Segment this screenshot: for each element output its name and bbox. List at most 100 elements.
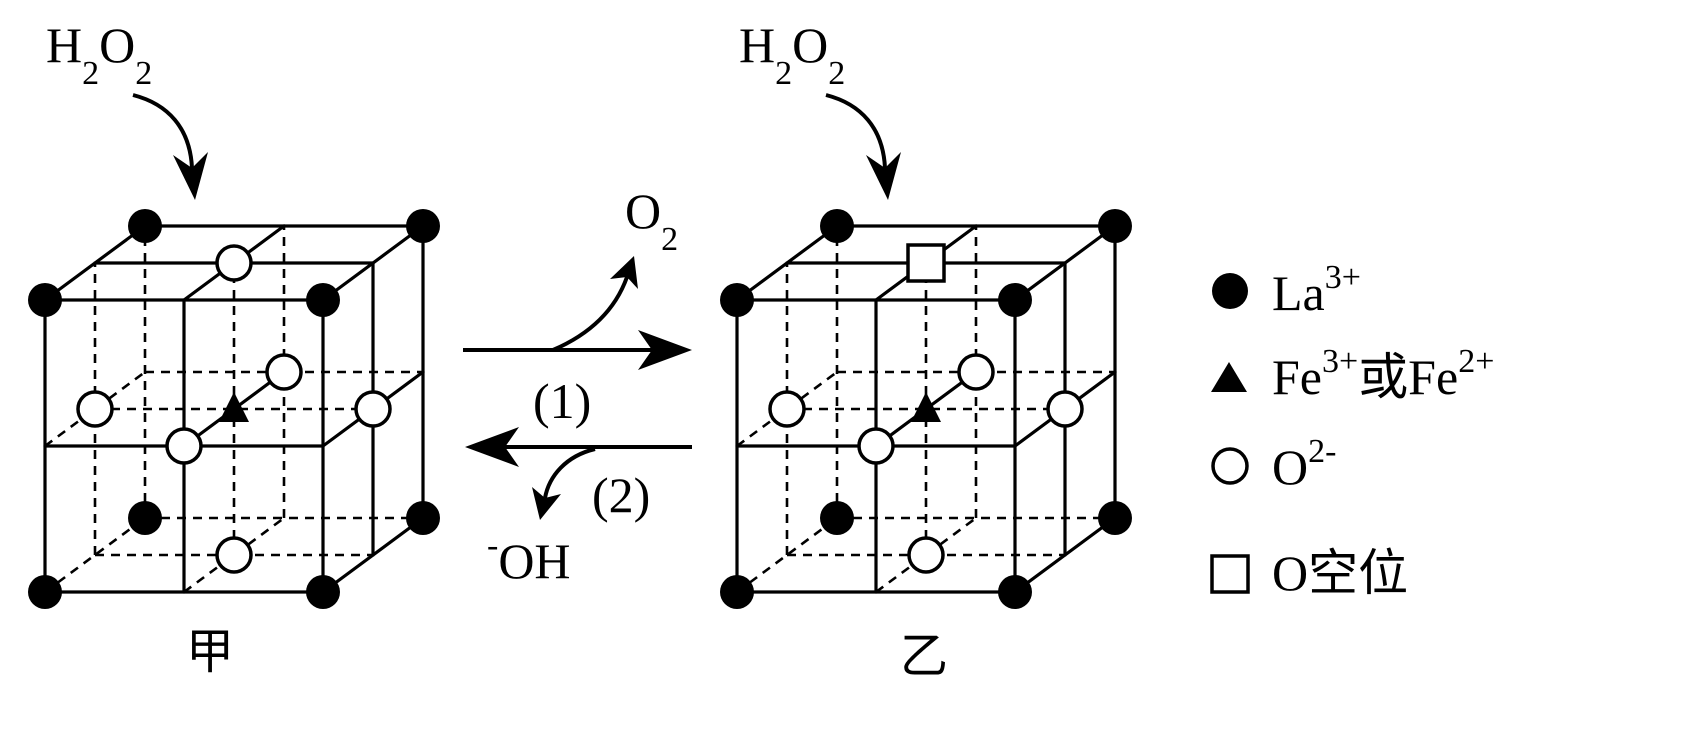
cube-edge-hidden — [44, 516, 146, 594]
open-square-icon — [1210, 554, 1250, 594]
cube-edge — [1013, 516, 1117, 594]
legend-item-vacancy: O空位 — [1210, 545, 1408, 601]
down-left-arrow-icon — [532, 487, 561, 520]
o2-release-arrow-shaft — [552, 276, 629, 352]
arrowhead-icon — [173, 152, 208, 200]
reactant-label-jia: H2O2 — [46, 17, 152, 92]
la-atom-corner — [128, 209, 162, 243]
cube-edge — [43, 224, 147, 302]
o-atom-left — [76, 390, 114, 428]
open-circle-icon — [1211, 447, 1249, 485]
reactant-arrow-jia — [132, 93, 208, 200]
cube-edge-hidden — [736, 516, 838, 594]
product-o2-symbol: O — [625, 183, 661, 239]
cube-edge — [321, 516, 425, 594]
filled-circle-icon — [1212, 273, 1248, 309]
legend-item-o: O2- — [1211, 433, 1336, 495]
cube-jia-label: 甲 — [186, 626, 234, 679]
step-2-label: (2) — [592, 467, 650, 523]
product-oh-symbol: OH — [498, 533, 570, 589]
legend-item-la: La3+ — [1212, 259, 1361, 321]
step-1-label: (1) — [533, 373, 591, 429]
la-atom-corner — [128, 501, 162, 535]
la-atom-corner — [998, 283, 1032, 317]
o-atom-right — [354, 390, 392, 428]
legend-fe-charge-1: 3+ — [1322, 343, 1358, 380]
o-atom-front — [857, 427, 895, 465]
o-atom-left — [768, 390, 806, 428]
la-atom-corner — [306, 283, 340, 317]
reactant-h-subscript: 2 — [775, 55, 792, 92]
la-atom-corner — [998, 575, 1032, 609]
cube-yi — [720, 209, 1132, 609]
la-atom-corner — [28, 575, 62, 609]
reactant-jia: H2O2 — [46, 17, 208, 200]
oxygen-vacancy-top — [906, 243, 946, 283]
o-atom-top — [215, 244, 253, 282]
la-atom-corner — [1098, 501, 1132, 535]
reactant-h-subscript: 2 — [82, 55, 99, 92]
step-1-forward: O2 (1) — [463, 183, 692, 429]
left-arrow-icon — [465, 427, 519, 467]
reactant-h: H — [739, 17, 775, 73]
reactant-o: O — [99, 17, 135, 73]
legend-o-symbol: O — [1272, 439, 1308, 495]
reactant-o-subscript: 2 — [828, 55, 845, 92]
step-2-reverse: (2) -OH — [465, 427, 692, 589]
reactant-arrow-shaft — [132, 93, 194, 169]
fe-atom-center — [219, 392, 249, 422]
fe-atom-center — [911, 392, 941, 422]
oh-release-arrow-shaft — [543, 447, 596, 499]
o-atom-bottom — [215, 536, 253, 574]
la-atom-corner — [820, 501, 854, 535]
o-atom-bottom — [907, 536, 945, 574]
arrowhead-icon — [866, 152, 901, 200]
legend-vacancy-label: O空位 — [1272, 545, 1408, 601]
face-midline-hidden — [736, 370, 838, 448]
legend-o-charge: 2- — [1308, 433, 1336, 470]
legend-o-label: O2- — [1272, 433, 1336, 495]
product-oh-charge: - — [487, 527, 498, 564]
filled-triangle-icon — [1211, 362, 1247, 392]
la-atom-corner — [820, 209, 854, 243]
la-atom-corner — [28, 283, 62, 317]
la-atom-corner — [406, 209, 440, 243]
product-oh: -OH — [487, 527, 571, 589]
product-o2: O2 — [625, 183, 678, 258]
legend-fe-symbol-1: Fe — [1272, 349, 1322, 405]
reactant-label-yi: H2O2 — [739, 17, 845, 92]
o-atom-back — [957, 353, 995, 391]
legend-la-label: La3+ — [1272, 259, 1361, 321]
reactant-arrow-shaft — [825, 93, 887, 169]
legend-fe-label: Fe3+或Fe2+ — [1272, 343, 1494, 405]
reactant-h: H — [46, 17, 82, 73]
up-right-arrow-icon — [610, 256, 638, 289]
face-midline-hidden — [44, 370, 146, 448]
o-atom-back — [265, 353, 303, 391]
cube-yi-label: 乙 — [900, 630, 948, 683]
legend-la-symbol: La — [1272, 265, 1325, 321]
la-atom-corner — [1098, 209, 1132, 243]
legend-fe-joiner: 或Fe — [1358, 349, 1458, 405]
legend-item-fe: Fe3+或Fe2+ — [1211, 343, 1494, 405]
face-midline-hidden — [183, 516, 285, 594]
product-o2-subscript: 2 — [661, 221, 678, 258]
reactant-yi: H2O2 — [739, 17, 901, 200]
cube-jia — [28, 209, 440, 609]
legend: La3+ Fe3+或Fe2+ O2- O空位 — [1210, 259, 1494, 601]
la-atom-corner — [306, 575, 340, 609]
face-midline-hidden — [875, 516, 977, 594]
reactant-arrow-yi — [825, 93, 901, 200]
reactant-o-subscript: 2 — [135, 55, 152, 92]
right-arrow-icon — [638, 330, 692, 370]
la-atom-corner — [406, 501, 440, 535]
la-atom-corner — [720, 283, 754, 317]
legend-fe-charge-2: 2+ — [1458, 343, 1494, 380]
cube-edge — [321, 224, 425, 302]
cube-edge — [1013, 224, 1117, 302]
o-atom-front — [165, 427, 203, 465]
la-atom-corner — [720, 575, 754, 609]
reactant-o: O — [792, 17, 828, 73]
o-atom-right — [1046, 390, 1084, 428]
